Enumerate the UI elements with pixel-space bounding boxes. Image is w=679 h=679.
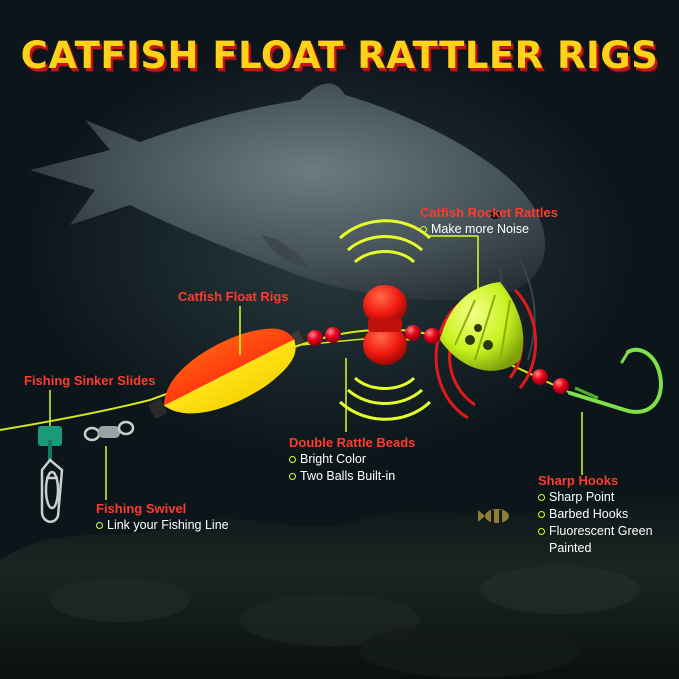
bullet-text: Fluorescent Green Painted — [549, 524, 653, 555]
callout-rocket-rattles: Catfish Rocket Rattles Make more Noise — [420, 205, 558, 238]
callout-float-rigs: Catfish Float Rigs — [178, 289, 289, 305]
callout-heading: Fishing Swivel — [96, 501, 187, 516]
bullet-circle-icon — [289, 473, 296, 480]
bullet-circle-icon — [538, 511, 545, 518]
bullet: Two Balls Built-in — [289, 468, 415, 485]
bullet-text: Link your Fishing Line — [107, 518, 229, 532]
callout-heading: Fishing Sinker Slides — [24, 373, 156, 388]
barrel-swivel — [83, 420, 135, 442]
bullet-circle-icon — [538, 528, 545, 535]
bullet: Fluorescent Green Painted — [538, 523, 679, 557]
snap-swivel — [40, 458, 64, 524]
beads — [307, 325, 569, 394]
hook — [568, 347, 663, 414]
callout-sinker-slides: Fishing Sinker Slides — [24, 373, 155, 389]
callout-fishing-swivel: Fishing Swivel Link your Fishing Line — [96, 501, 229, 534]
bullet-text: Two Balls Built-in — [300, 469, 396, 483]
bullet-circle-icon — [96, 522, 103, 529]
callout-heading: Double Rattle Beads — [289, 435, 416, 450]
bullet: Sharp Point — [538, 489, 679, 506]
seabed — [0, 490, 679, 679]
bullet-circle-icon — [538, 494, 545, 501]
bullet-circle-icon — [289, 456, 296, 463]
callout-heading: Catfish Float Rigs — [178, 289, 289, 304]
bullet-text: Make more Noise — [431, 222, 529, 236]
bullet: Link your Fishing Line — [96, 517, 229, 534]
callout-double-rattle-beads: Double Rattle Beads Bright Color Two Bal… — [289, 435, 415, 485]
float — [148, 328, 305, 419]
double-rattle-bead — [363, 285, 407, 365]
page-title: CATFISH FLOAT RATTLER RIGS — [20, 34, 659, 77]
callout-heading: Sharp Hooks — [538, 473, 619, 488]
bullet-circle-icon — [420, 226, 427, 233]
bullet-text: Bright Color — [300, 452, 366, 466]
sinker-slide — [38, 426, 62, 460]
rocket-rattle — [440, 282, 524, 371]
bullet: Bright Color — [289, 451, 415, 468]
leader-lines — [49, 235, 583, 500]
small-fish — [478, 509, 509, 523]
bullet: Make more Noise — [420, 221, 558, 238]
bullet-text: Sharp Point — [549, 490, 615, 504]
callout-sharp-hooks: Sharp Hooks Sharp Point Barbed Hooks Flu… — [538, 473, 679, 557]
bullet: Barbed Hooks — [538, 506, 679, 523]
callout-heading: Catfish Rocket Rattles — [420, 205, 558, 220]
bullet-text: Barbed Hooks — [549, 507, 629, 521]
